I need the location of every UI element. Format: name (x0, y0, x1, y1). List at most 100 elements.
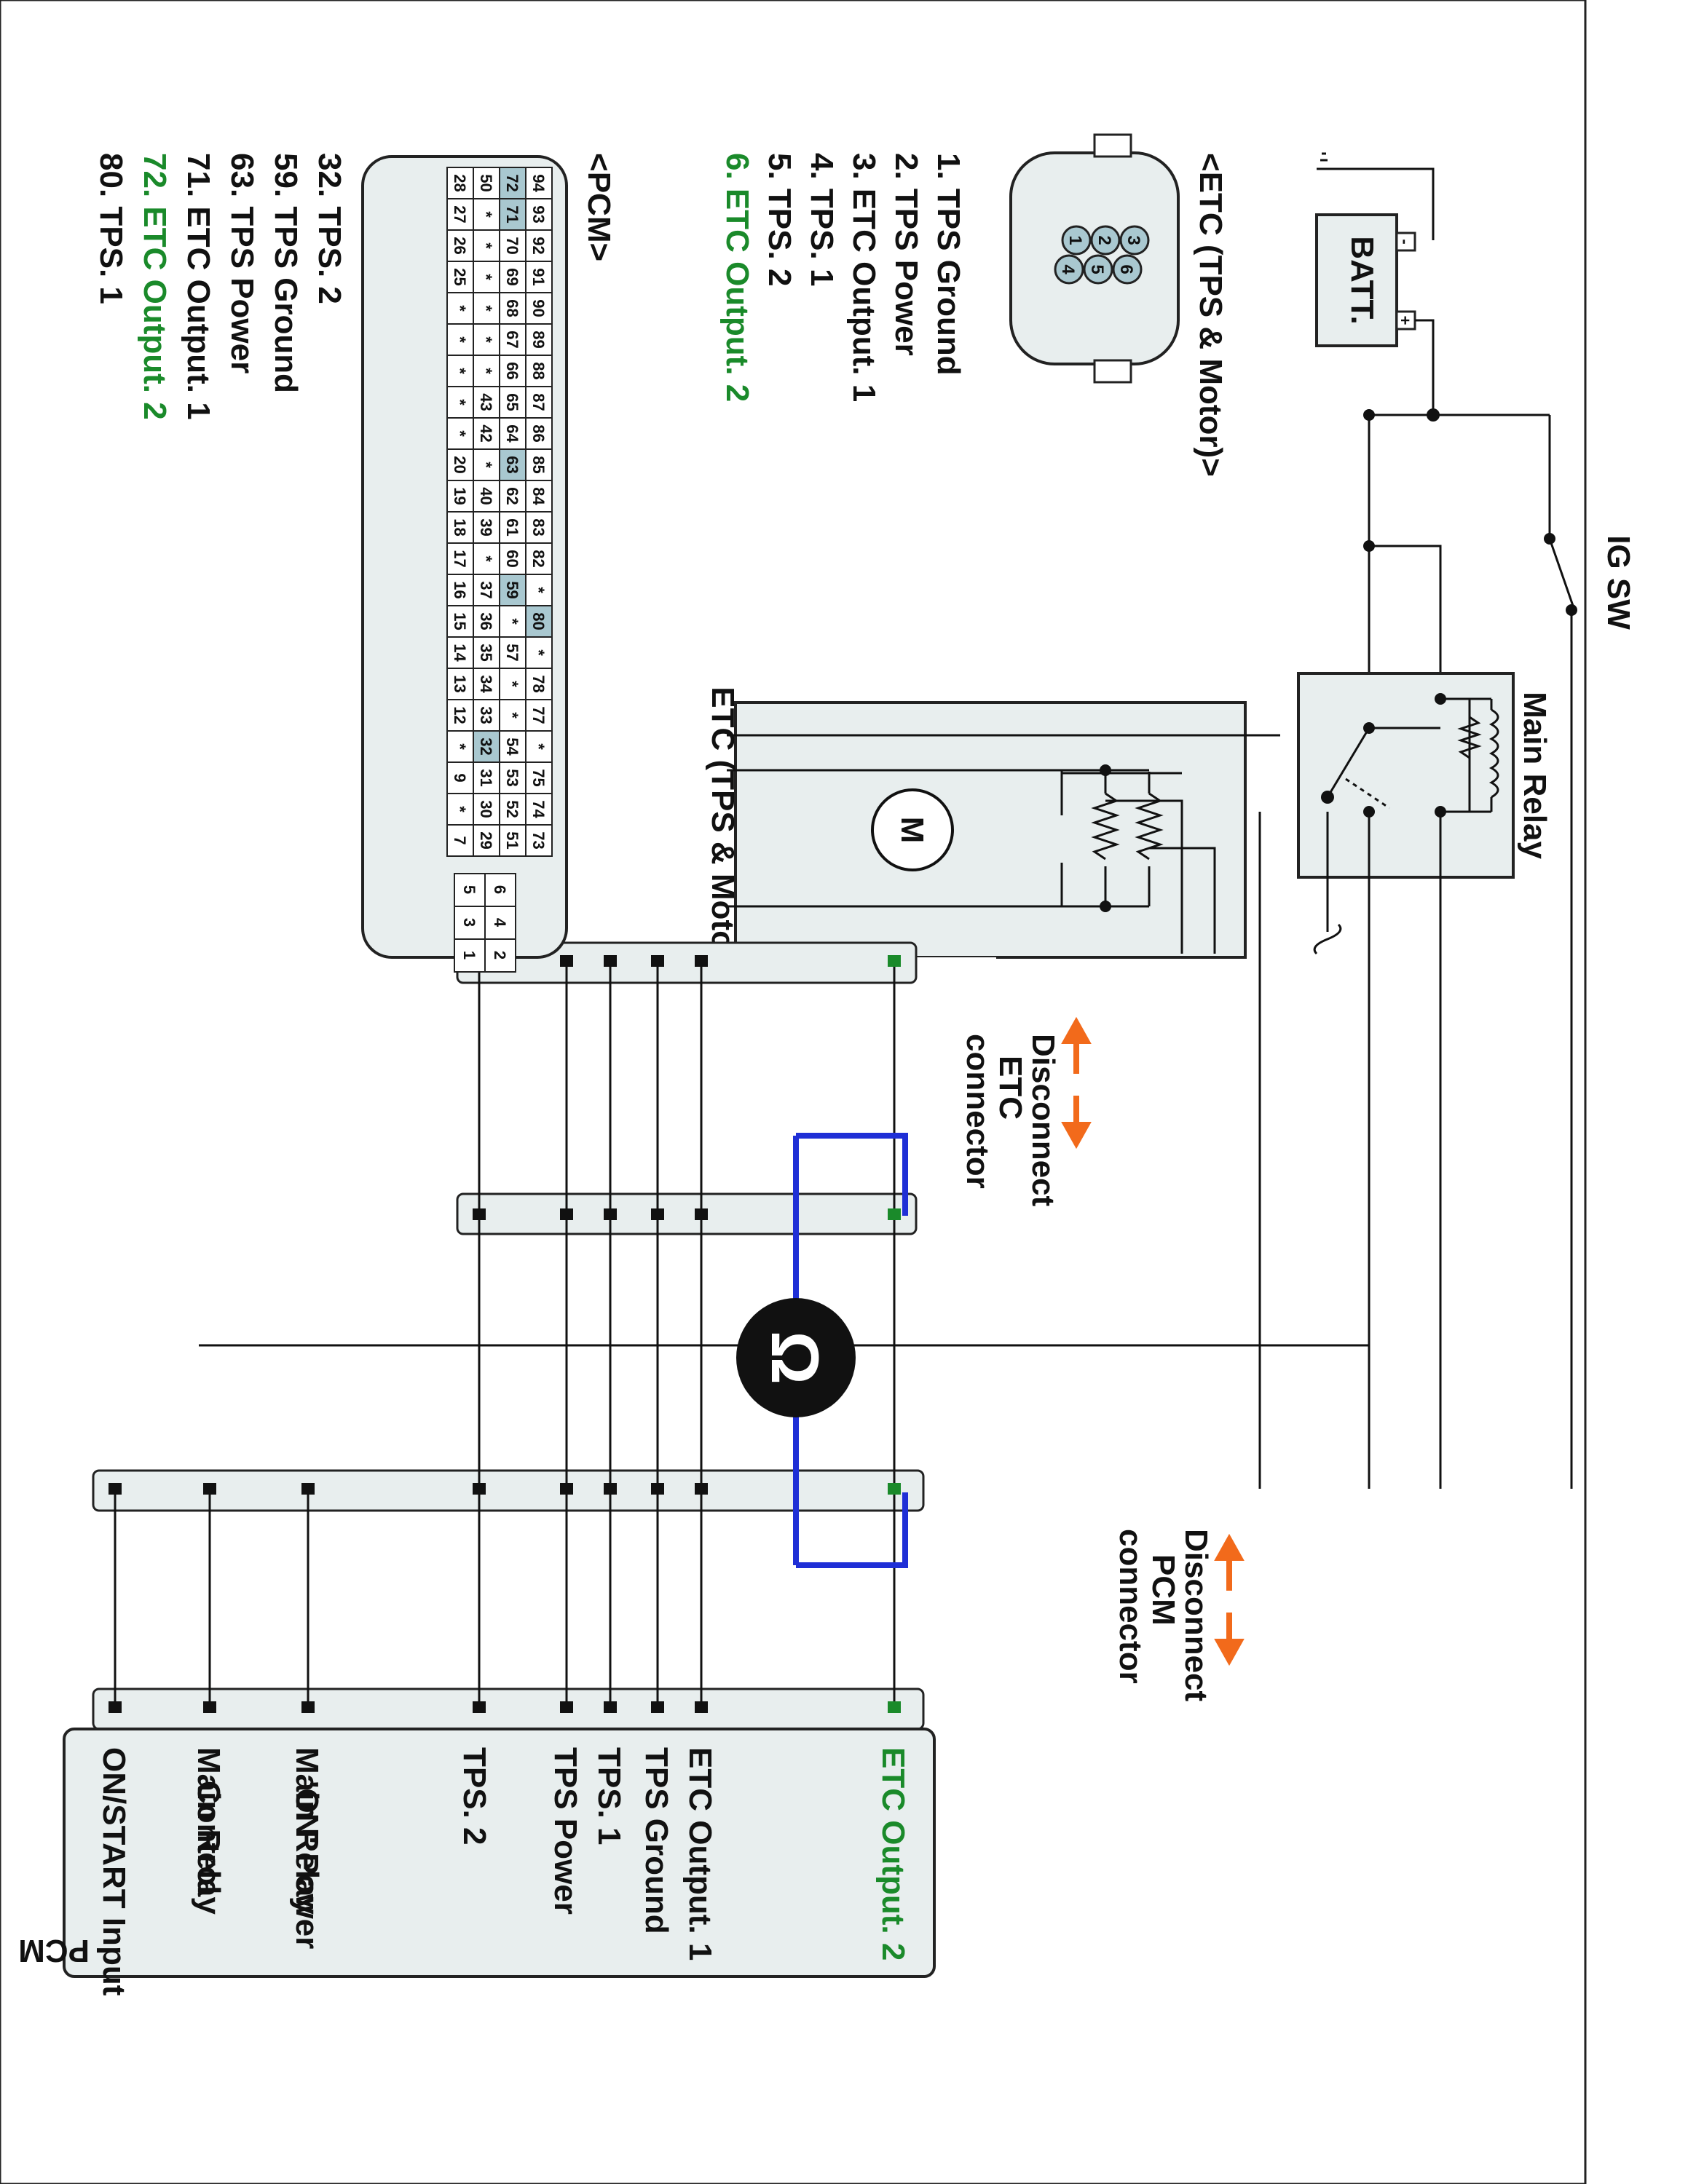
pcm-face-pin-number: 28 (451, 174, 469, 191)
pin-terminal (203, 1701, 216, 1713)
pcm-face-pin-number: 12 (451, 706, 469, 724)
pcm-face-pin-number: * (529, 587, 548, 593)
pcm-face-cell-small (454, 938, 486, 973)
pcm-face-pin-number: 75 (529, 769, 548, 786)
ground-icon (1317, 152, 1331, 170)
pcm-pin-label: ETC Output. 1 (682, 1747, 718, 1961)
pcm-face-pin-number: 7 (451, 836, 469, 844)
pcm-face-pin-number: 29 (477, 831, 495, 849)
disconnect-pcm-line1: Disconnect (1178, 1529, 1214, 1702)
pcm-legend-item: 80. TPS. 1 (93, 153, 129, 304)
pin-terminal-green (888, 1208, 901, 1220)
motor-icon (871, 788, 954, 871)
etc-face-pin-number: 5 (1087, 264, 1107, 274)
pcm-face-pin-number: 36 (477, 612, 495, 630)
battery (1315, 213, 1398, 347)
etc-legend-item: 3. ETC Output. 1 (846, 153, 882, 402)
pcm-face-pin-number: 66 (503, 362, 521, 379)
pcm-face-pin-number: 6 (491, 885, 509, 894)
etc-block-label: ETC (TPS & Motor) (705, 687, 741, 973)
pcm-face-pin-number: 67 (503, 331, 521, 348)
pcm-face-pin-number: 78 (529, 675, 548, 692)
pcm-pin-label: TPS. 2 (457, 1747, 492, 1845)
pcm-face-pin-number: * (451, 399, 469, 405)
pcm-face-pin-number: 64 (503, 424, 521, 443)
pin-terminal (473, 1701, 486, 1713)
pcm-face-pin-number: 83 (529, 518, 548, 536)
pcm-face-pin-number: 14 (451, 644, 469, 662)
pin-terminal-green (888, 1701, 901, 1713)
etc-face-pin-number: 3 (1124, 235, 1143, 245)
pcm-pin-label: ETC Output. 2 (875, 1747, 911, 1961)
pin-terminal (473, 1483, 486, 1495)
pcm-face-pin-number: 65 (503, 393, 521, 411)
pin-terminal (301, 1483, 315, 1495)
pcm-face-pin-number: * (529, 743, 548, 750)
pin-terminal (560, 1483, 573, 1495)
ohmmeter-icon (736, 1298, 856, 1417)
pcm-face-pin-number: 88 (529, 362, 548, 379)
etc-face-pin (1061, 225, 1092, 256)
pcm-legend-item: 72. ETC Output. 2 (137, 153, 173, 420)
etc-face-pin (1083, 254, 1113, 285)
pcm-face-pin-number: 34 (477, 675, 495, 693)
pcm-face-pin-number: 19 (451, 487, 469, 505)
pcm-face-pin-number: 13 (451, 675, 469, 692)
pin-terminal (695, 1701, 708, 1713)
etc-legend-item: 1. TPS Ground (931, 153, 966, 376)
pcm-face-pin-number: * (477, 336, 495, 343)
pcm-face-pin-number: 9 (451, 773, 469, 782)
ig-switch-label: IG SW (1601, 535, 1636, 630)
pcm-face-pin-number: * (451, 743, 469, 750)
pcm-pin-label: TPS. 1 (591, 1747, 627, 1845)
pcm-face-pin-number: 30 (477, 800, 495, 818)
pin-terminal (604, 1483, 617, 1495)
pcm-face-pin-number: 86 (529, 424, 548, 442)
pcm-face-pin-number: 73 (529, 831, 548, 849)
pcm-face-pin-number: * (451, 430, 469, 437)
disconnect-pcm-line3: connector (1113, 1529, 1148, 1684)
pcm-face-pin-number: 91 (529, 268, 548, 285)
pcm-face-pin-number: * (477, 274, 495, 280)
pcm-face-pin-number: 42 (477, 424, 495, 442)
pin-terminal (651, 1208, 664, 1220)
pcm-face-pin-number: 17 (451, 550, 469, 567)
disconnect-pcm-arrow-icon (1214, 1533, 1245, 1666)
pcm-face-pin-number: 1 (460, 951, 478, 960)
pcm-face-pin-number: 20 (451, 456, 469, 473)
pcm-face-pin-number: 80 (529, 612, 548, 630)
pcm-face-pin-number: 93 (529, 205, 548, 223)
pcm-face-pin-number: * (477, 555, 495, 562)
pcm-face-pin-number: 77 (529, 706, 548, 724)
pcm-face-pin-number: 74 (529, 800, 548, 818)
pcm-face-pin-number: 31 (477, 769, 495, 786)
pcm-face-pin-number: * (451, 336, 469, 343)
pcm-title: PCM (18, 1933, 90, 1969)
main-relay (1297, 672, 1515, 879)
pcm-face-pin-number: 53 (503, 769, 521, 786)
pcm-face-pin-number: 5 (460, 885, 478, 894)
pcm-face-pin-number: 85 (529, 456, 548, 473)
pcm-face-pin-number: 57 (503, 644, 521, 661)
pin-terminal (604, 1208, 617, 1220)
etc-face-pin-number: 2 (1095, 235, 1114, 245)
pin-terminal (651, 1483, 664, 1495)
jumper-wire-b (796, 1492, 908, 1568)
pcm-face-cell (446, 824, 474, 857)
ohmmeter-symbol: Ω (757, 1331, 832, 1385)
pcm-legend-item: 59. TPS Ground (268, 153, 304, 393)
pcm-face-pin-number: 4 (491, 918, 509, 927)
pcm-face-pin-number: 59 (503, 581, 521, 598)
pcm-face-pin-number: 26 (451, 237, 469, 254)
page-frame (0, 0, 1587, 2184)
pcm-legend-item: 63. TPS Power (224, 153, 260, 373)
pcm-face-pin-number: * (477, 462, 495, 468)
pcm-face-pin-number: * (529, 649, 548, 656)
pcm-face-pin-number: * (477, 242, 495, 249)
pcm-face-pin-number: 61 (503, 518, 521, 536)
etc-connector-title: <ETC (TPS & Motor)> (1193, 153, 1228, 477)
etc-block (734, 701, 1247, 959)
etc-legend-item: 4. TPS. 1 (804, 153, 840, 286)
pin-terminal (203, 1483, 216, 1495)
pin-terminal (604, 1701, 617, 1713)
